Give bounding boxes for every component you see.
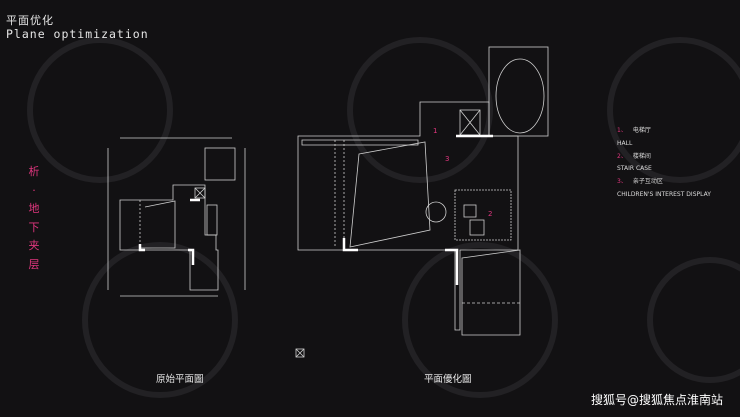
marker-3: 3 [445, 155, 450, 163]
side-char: 层 [28, 257, 40, 271]
source-watermark: 搜狐号@搜狐焦点淮南站 [590, 393, 723, 407]
side-char: 下 [28, 220, 40, 234]
side-char: 地 [28, 202, 40, 215]
caption-optimized: 平面優化圖 [424, 374, 472, 385]
page-title-en: Plane optimization [6, 27, 149, 41]
background-watermark [27, 37, 740, 398]
optimized-plan-walls [342, 134, 493, 285]
legend-num: 2、 [617, 152, 627, 160]
marker-2: 2 [488, 210, 493, 218]
legend-en: CHILDREN'S INTEREST DISPLAY [617, 190, 711, 198]
legend-num: 1、 [617, 127, 627, 134]
legend-cn: 楼梯间 [632, 152, 651, 160]
caption-original: 原始平面圖 [156, 374, 204, 385]
legend-item-3: 3、亲子互动区 [617, 176, 711, 189]
legend-cn: 电梯厅 [632, 127, 651, 134]
optimized-plan [295, 46, 549, 358]
original-plan-walls [138, 198, 200, 265]
legend-cn: 亲子互动区 [632, 178, 663, 186]
side-label: 析 · 地 下 夹 层 [27, 163, 41, 274]
legend-num: 3、 [617, 178, 627, 186]
side-char: 夹 [28, 239, 40, 252]
legend-en: HALL [617, 139, 633, 147]
marker-1: 1 [433, 127, 438, 135]
legend-item-1: 1、电梯厅 [617, 125, 711, 138]
original-plan [107, 137, 246, 297]
side-char: 析 [28, 165, 40, 178]
side-char: · [32, 183, 36, 197]
legend-en: STAIR CASE [617, 165, 652, 173]
page-title-cn: 平面优化 [6, 14, 54, 27]
legend: 1、电梯厅 HALL 2、楼梯间 STAIR CASE 3、亲子互动区 CHIL… [617, 125, 711, 202]
legend-item-2: 2、楼梯间 [617, 151, 711, 164]
